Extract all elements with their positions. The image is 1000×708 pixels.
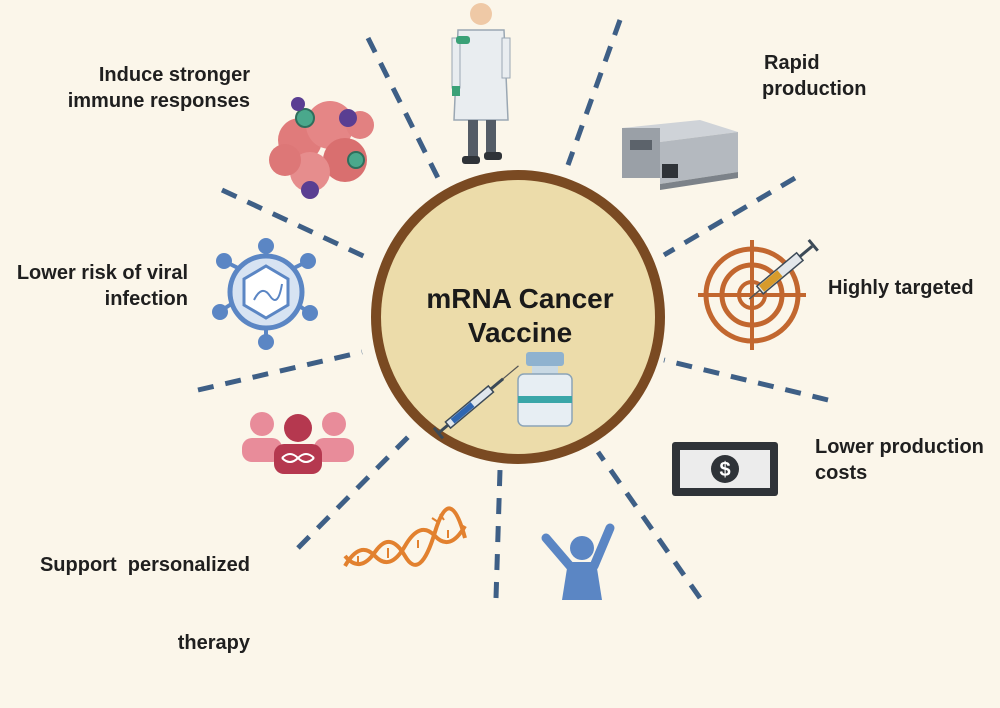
spoke [565,19,623,166]
label-rapid: Rapid production [762,50,922,102]
scientist-icon [451,3,511,164]
center-circle [371,170,665,464]
vial-icon [517,352,573,427]
target-syringe-icon [698,238,819,350]
center-title-line2: Vaccine [467,317,573,348]
spoke [595,450,703,600]
label-viral-line1: Lower risk of viral [16,262,188,284]
cancer-cells-icon [269,97,374,199]
label-targeted: Highly targeted [828,275,998,301]
label-viral-line2: infection [104,288,188,310]
diagram-graphics: $ [197,3,829,600]
label-cost-line2: costs [815,462,868,484]
spoke [663,357,829,403]
label-cost: Lower production costs [815,434,1000,486]
center-title-line1: mRNA Cancer [426,283,614,314]
dashed-spokes [197,19,829,600]
label-viral: Lower risk of viral infection [0,260,188,312]
spoke [493,469,503,599]
diagram: $ mRNA Cancer Vaccine Induce stronger im… [0,3,1000,654]
center-title: mRNA Cancer Vaccine [380,282,660,350]
label-immune-line1: Induce stronger [98,64,250,86]
dollar-bill-icon: $ [672,442,778,496]
svg-text:$: $ [719,459,730,481]
label-personalized-line1: Support personalized [39,554,250,576]
spoke [662,175,797,258]
virus-icon [212,238,318,350]
label-cost-line1: Lower production [815,436,984,458]
label-targeted-line1: Highly targeted [828,277,974,299]
spoke [220,187,374,263]
label-rapid-line1: Rapid [764,52,820,74]
machine-icon [622,120,738,190]
happy-person-icon [541,523,615,600]
label-rapid-line2: production [762,78,867,100]
spoke [197,349,363,393]
people-dna-icon [242,412,354,474]
center-syringe-icon [432,365,519,440]
label-immune-line2: immune responses [67,90,250,112]
label-personalized: Support personalized therapy [10,500,250,708]
spoke [365,36,441,180]
label-immune: Induce stronger immune responses [40,62,250,114]
label-personalized-line2: therapy [177,632,250,654]
dna-icon [343,506,467,568]
